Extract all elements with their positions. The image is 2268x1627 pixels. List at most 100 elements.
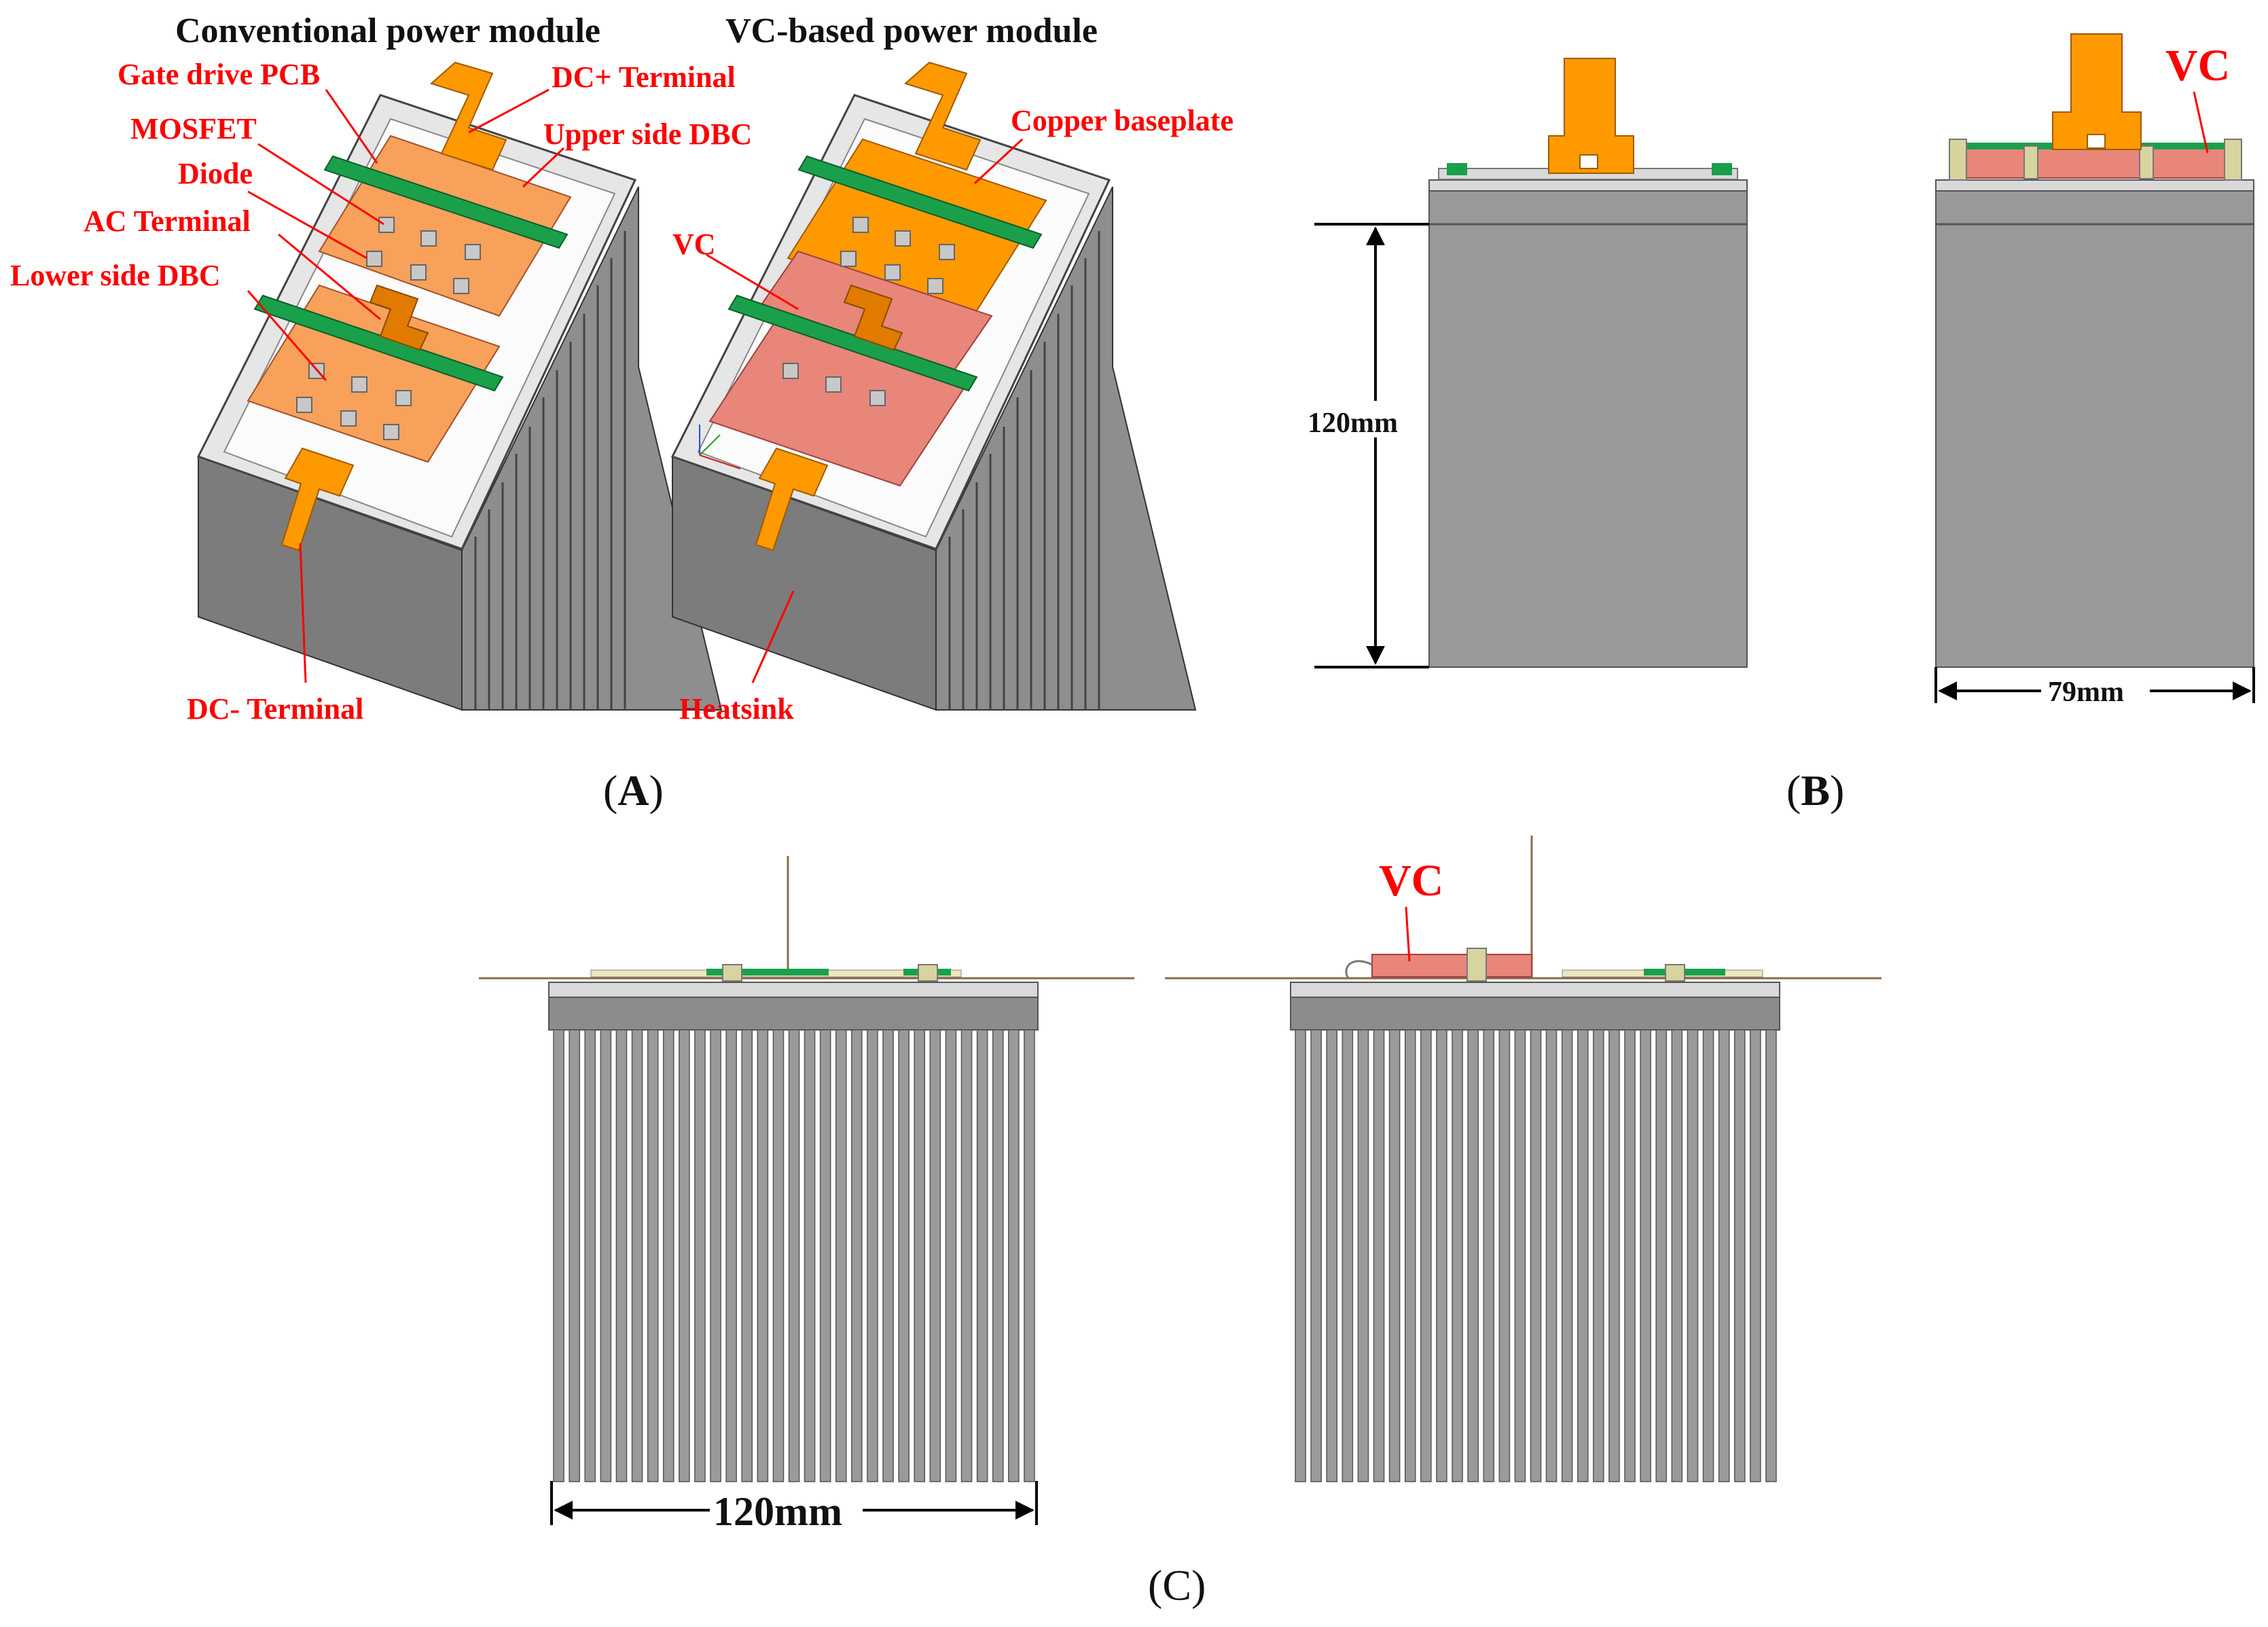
conv-chips [296, 217, 481, 440]
heatsink-fin [1388, 1029, 1401, 1482]
heatsink-fin [1310, 1029, 1322, 1482]
heatsink-fin [631, 1029, 643, 1482]
heatsink-fin [1452, 1029, 1463, 1482]
label-mosfet: MOSFET [130, 112, 257, 145]
c-vc-chamber [1371, 954, 1532, 978]
heatsink-fin [1483, 1029, 1495, 1482]
heatsink-fin [1750, 1029, 1761, 1482]
heatsink-fin [788, 1029, 800, 1482]
label-diode: Diode [178, 157, 253, 190]
label-ac-terminal: AC Terminal [84, 204, 251, 238]
heatsink-fin [1357, 1029, 1369, 1482]
heatsink-fin [960, 1029, 973, 1482]
heatsink-fin [553, 1029, 564, 1482]
panel-b-vc-front-view: VC 79mm [1934, 33, 2255, 708]
conv-ac-terminal [369, 284, 429, 351]
conv-dc-plus-terminal [430, 61, 507, 171]
label-gate-drive-pcb: Gate drive PCB [118, 58, 320, 91]
c-vc-heatsink-fins [1295, 1029, 1777, 1482]
heatsink-fin [1420, 1029, 1432, 1482]
vc-module-drawing [670, 61, 1197, 711]
b-vc-heatsink [1935, 190, 2254, 668]
heatsink-fin [1577, 1029, 1589, 1482]
panel-a: Conventional power module VC-based power… [10, 12, 1234, 815]
label-upper-side-dbc: Upper side DBC [543, 118, 752, 151]
heatsink-fin [1561, 1029, 1573, 1482]
heatsink-fin [1718, 1029, 1730, 1482]
heatsink-fin [835, 1029, 847, 1482]
heatsink-fin [1498, 1029, 1511, 1482]
heatsink-fin [1624, 1029, 1636, 1482]
b-vc-label: VC [2165, 41, 2230, 90]
heatsink-fin [1295, 1029, 1306, 1482]
heatsink-fin [1514, 1029, 1526, 1482]
label-lower-side-dbc: Lower side DBC [10, 259, 221, 292]
c-width-dimension-label: 120mm [713, 1489, 842, 1534]
heatsink-fin [772, 1029, 785, 1482]
label-copper-baseplate: Copper baseplate [1011, 104, 1234, 137]
label-vc: VC [672, 228, 716, 261]
b-conv-heatsink [1428, 190, 1748, 668]
heatsink-fin [679, 1029, 690, 1482]
heatsink-fin [804, 1029, 816, 1482]
heatsink-fin [1640, 1029, 1651, 1482]
heatsink-fin [1687, 1029, 1699, 1482]
c-conv-heatsink-base [548, 997, 1039, 1031]
heatsink-fin [851, 1029, 863, 1482]
panel-c: 120mm VC (C) [479, 836, 1882, 1609]
heatsink-fin [1404, 1029, 1416, 1482]
conv-dc-minus-terminal [281, 447, 355, 552]
axis-triad-icon [699, 425, 741, 469]
heatsink-fin [694, 1029, 706, 1482]
heatsink-fin [976, 1029, 988, 1482]
b-conv-dc-terminal [1548, 58, 1634, 174]
heatsink-fin [1608, 1029, 1620, 1482]
panel-c-conventional-side-view: 120mm [479, 856, 1134, 1534]
heatsink-fin [929, 1029, 941, 1482]
b-vc-dc-terminal [2052, 33, 2142, 150]
panel-b: 120mm VC 79mm (B) [1304, 33, 2255, 815]
heatsink-fin [898, 1029, 910, 1482]
heatsink-fin [992, 1029, 1004, 1482]
heatsink-fin [1530, 1029, 1542, 1482]
heatsink-fin [1545, 1029, 1558, 1482]
heatsink-fin [1373, 1029, 1385, 1482]
heatsink-fin [882, 1029, 894, 1482]
conv-heatsink-fins [474, 231, 626, 710]
conventional-module-drawing [196, 61, 723, 711]
b-width-dimension-label: 79mm [2048, 677, 2124, 708]
caption-a: (A) [603, 766, 664, 815]
heatsink-fin [1467, 1029, 1479, 1482]
heatsink-fin [600, 1029, 612, 1482]
b-height-dimension-label: 120mm [1308, 408, 1398, 439]
heatsink-fin [662, 1029, 674, 1482]
caption-b: (B) [1786, 766, 1844, 815]
heatsink-fin [1342, 1029, 1354, 1482]
heatsink-fin [1671, 1029, 1683, 1482]
panel-a-leader-lines [247, 88, 1024, 683]
c-conv-heatsink-fins [553, 1029, 1035, 1482]
c-conv-baseplate [548, 982, 1039, 998]
heatsink-fin [1024, 1029, 1035, 1482]
heatsink-fin [584, 1029, 596, 1482]
heatsink-fin [647, 1029, 659, 1482]
heatsink-fin [741, 1029, 753, 1482]
b-conv-baseplate [1428, 179, 1748, 192]
heatsink-fin [1008, 1029, 1020, 1482]
heatsink-fin [569, 1029, 580, 1482]
heatsink-fin [1436, 1029, 1447, 1482]
heatsink-fin [615, 1029, 628, 1482]
heatsink-fin [819, 1029, 831, 1482]
heatsink-fin [1765, 1029, 1777, 1482]
heatsink-fin [1593, 1029, 1604, 1482]
conv-gate-pcb-lower [253, 294, 504, 392]
heatsink-fin [710, 1029, 721, 1482]
heatsink-fin [1733, 1029, 1746, 1482]
heatsink-fin [1702, 1029, 1714, 1482]
label-dc-plus-terminal: DC+ Terminal [552, 60, 736, 94]
title-vc-based: VC-based power module [725, 12, 1098, 50]
heatsink-fin [867, 1029, 878, 1482]
label-dc-minus-terminal: DC- Terminal [187, 692, 363, 726]
heatsink-fin [1655, 1029, 1668, 1482]
caption-c: (C) [1148, 1561, 1206, 1609]
